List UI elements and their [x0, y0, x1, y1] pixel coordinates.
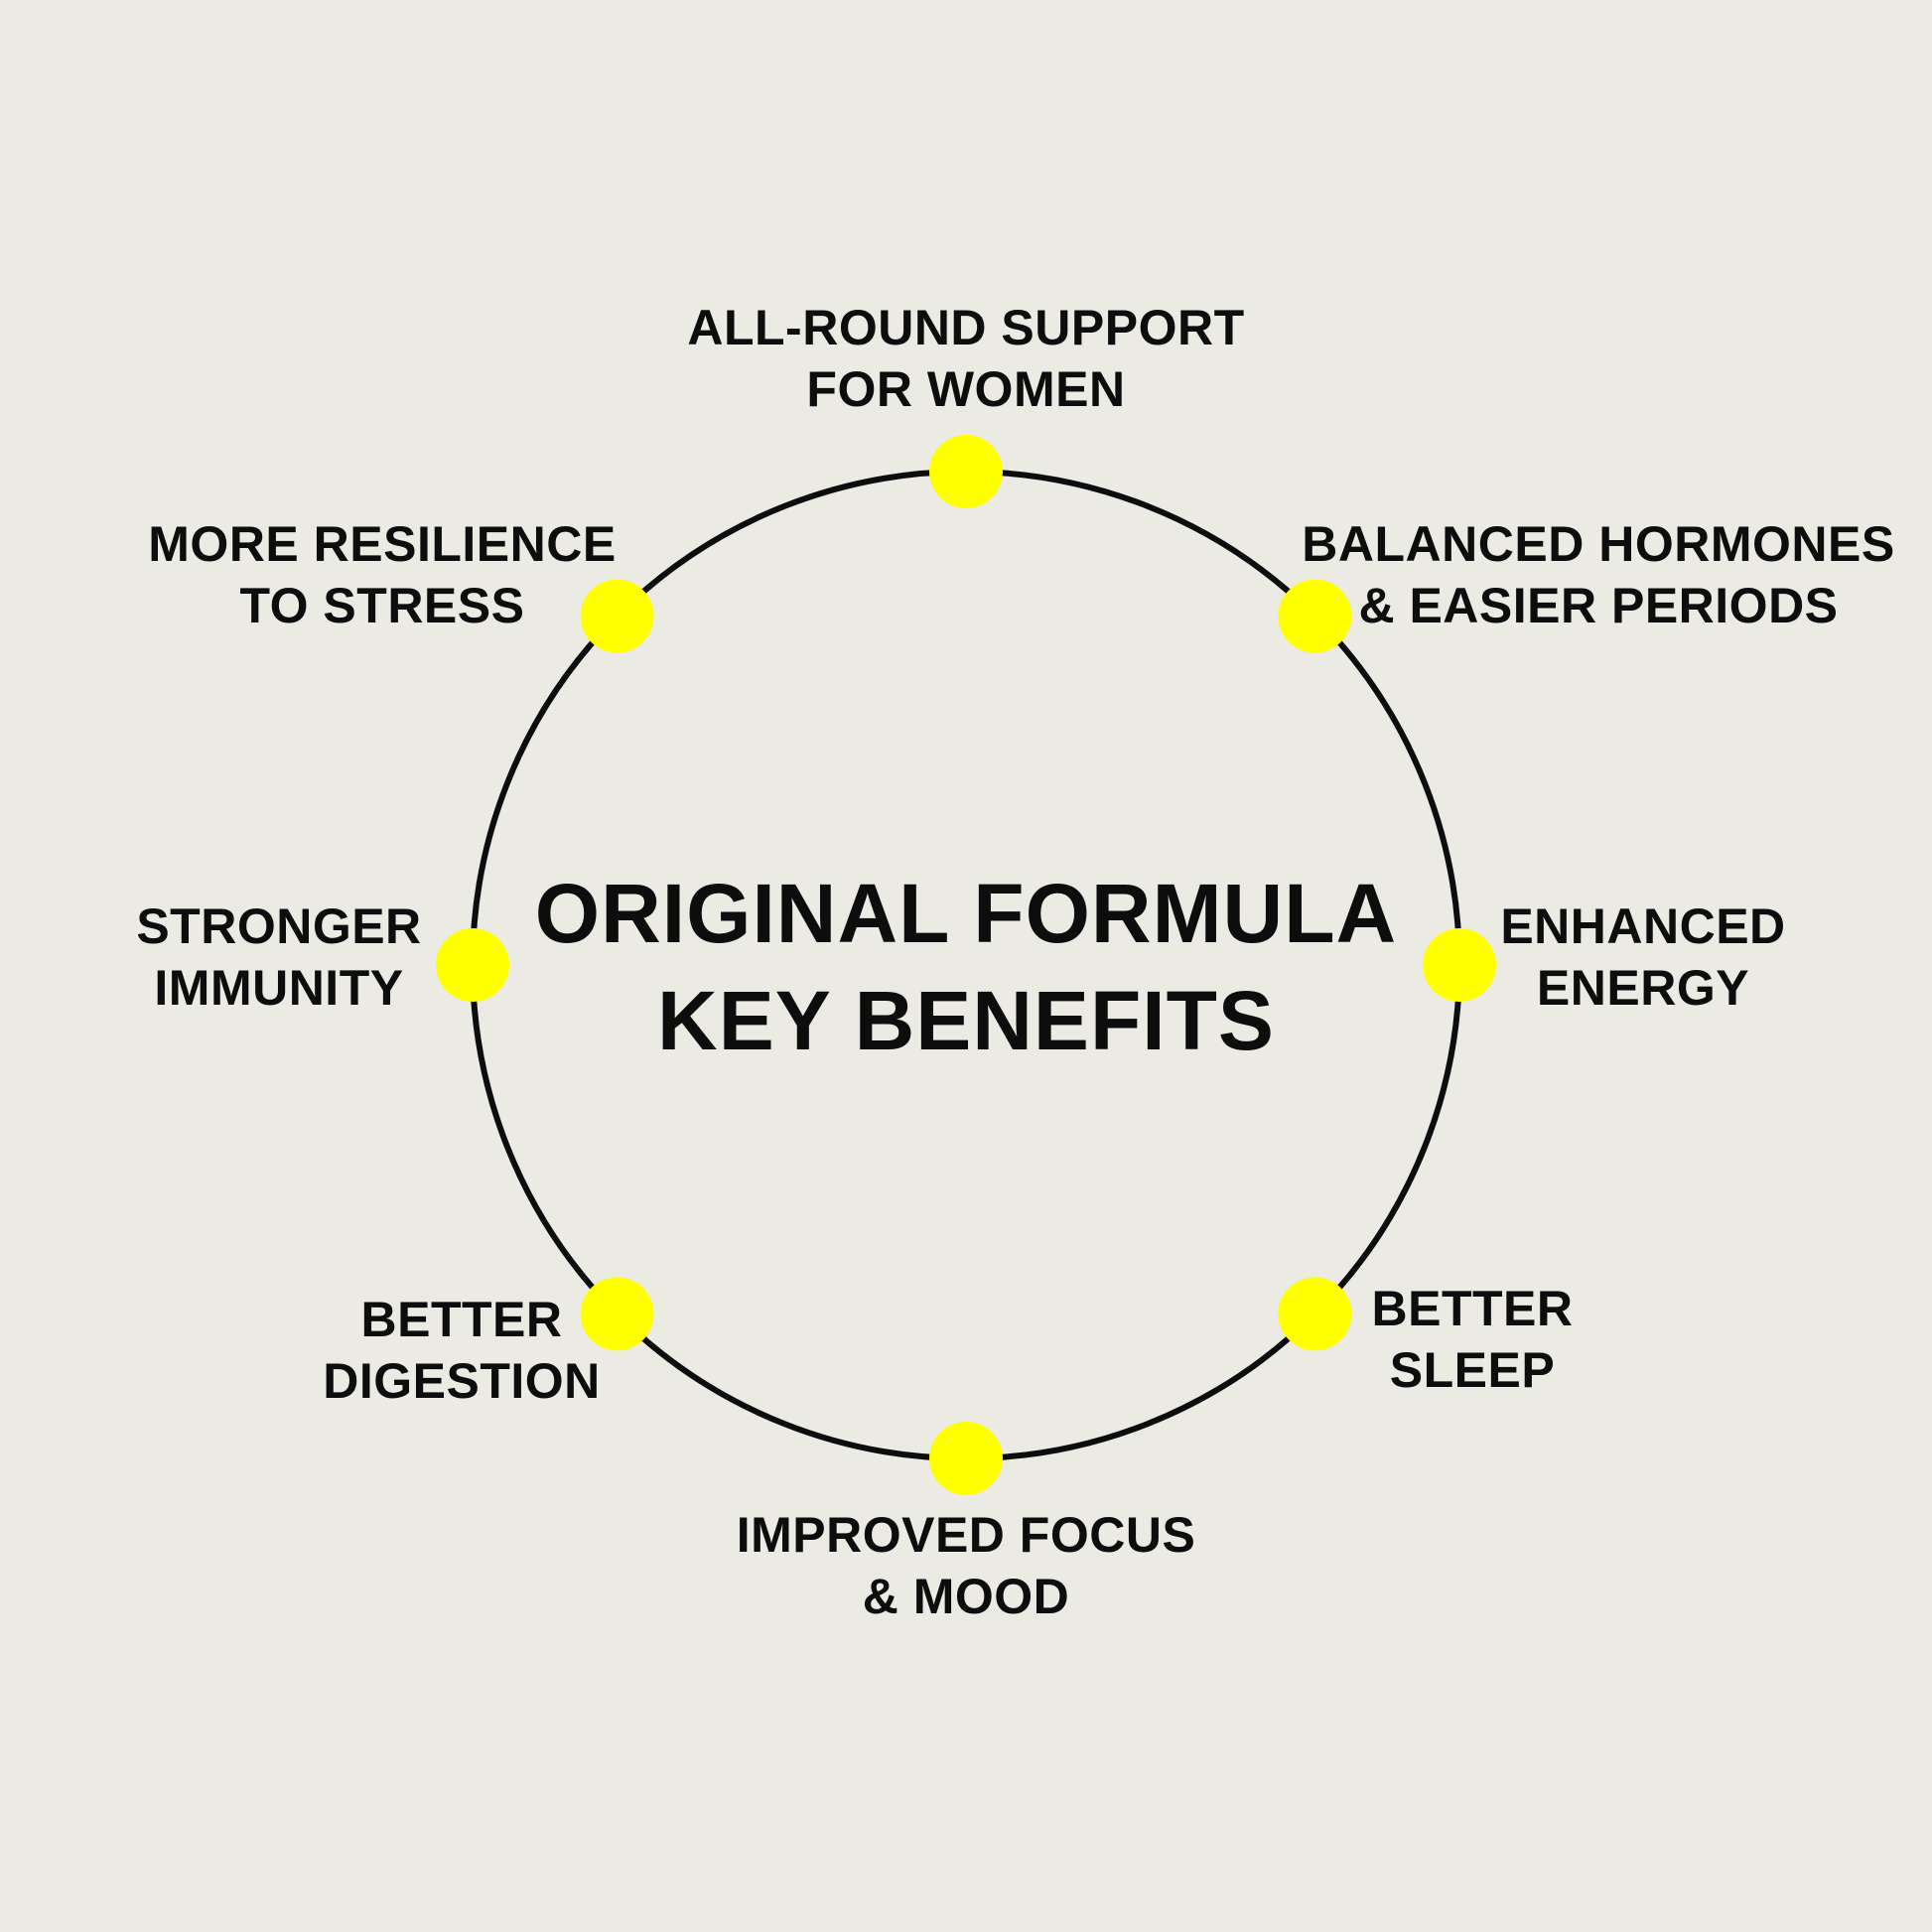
title-line-1: ORIGINAL FORMULA [534, 867, 1398, 960]
node-dot-top-left [580, 579, 654, 653]
label-line: ENERGY [1536, 960, 1750, 1016]
label-line: DIGESTION [323, 1353, 601, 1409]
node-dot-left [436, 928, 509, 1002]
label-line: IMPROVED FOCUS [736, 1507, 1196, 1563]
node-dot-top [929, 435, 1003, 508]
label-line: IMMUNITY [154, 960, 404, 1016]
label-all-round-support: ALL-ROUND SUPPORT FOR WOMEN [687, 297, 1244, 420]
node-dot-top-right [1278, 579, 1352, 653]
label-stronger-immunity: STRONGER IMMUNITY [136, 896, 421, 1019]
label-line: TO STRESS [239, 578, 525, 633]
label-line: ALL-ROUND SUPPORT [687, 300, 1245, 355]
label-more-resilience: MORE RESILIENCE TO STRESS [148, 513, 616, 636]
label-improved-focus: IMPROVED FOCUS & MOOD [737, 1504, 1196, 1627]
diagram-title: ORIGINAL FORMULA KEY BENEFITS [0, 860, 1932, 1074]
label-line: BALANCED HORMONES [1302, 516, 1895, 572]
label-line: & EASIER PERIODS [1358, 578, 1839, 633]
node-dot-bottom [929, 1422, 1003, 1495]
label-line: BETTER [1371, 1281, 1574, 1336]
label-line: MORE RESILIENCE [148, 516, 617, 572]
node-dot-bottom-right [1278, 1277, 1352, 1351]
title-line-2: KEY BENEFITS [657, 974, 1275, 1067]
label-line: BETTER [360, 1292, 563, 1347]
label-line: SLEEP [1389, 1342, 1556, 1398]
label-line: & MOOD [862, 1569, 1070, 1624]
label-better-digestion: BETTER DIGESTION [323, 1289, 601, 1412]
label-line: FOR WOMEN [806, 361, 1126, 417]
label-balanced-hormones: BALANCED HORMONES & EASIER PERIODS [1302, 513, 1894, 636]
label-enhanced-energy: ENHANCED ENERGY [1500, 896, 1785, 1019]
label-better-sleep: BETTER SLEEP [1372, 1278, 1574, 1401]
node-dots [436, 435, 1496, 1495]
node-dot-right [1423, 928, 1496, 1002]
node-dot-bottom-left [580, 1277, 654, 1351]
label-line: ENHANCED [1500, 898, 1786, 954]
label-line: STRONGER [136, 898, 422, 954]
